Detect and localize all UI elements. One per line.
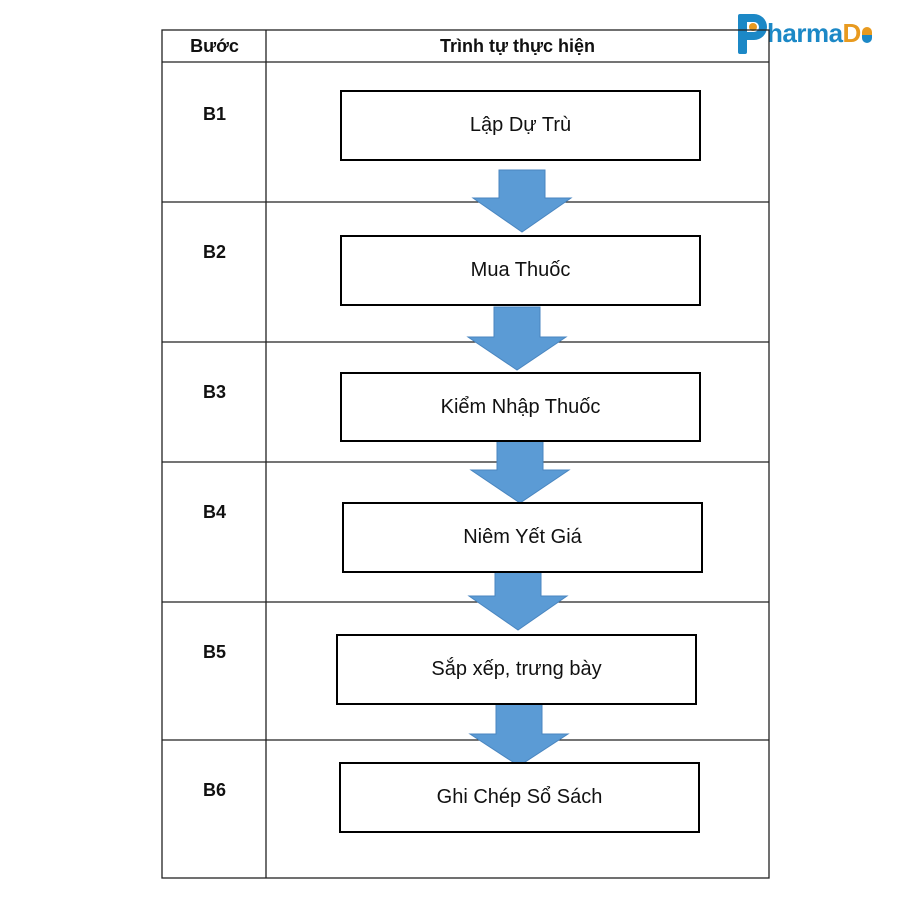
process-box-b4: Niêm Yết Giá [342,502,703,573]
process-label: Kiểm Nhập Thuốc [440,395,601,418]
pharmadi-logo: harmaD [736,8,872,58]
process-box-b3: Kiểm Nhập Thuốc [340,372,701,442]
p-logo-icon [738,14,767,54]
step-label-b1: B1 [202,104,226,124]
process-label: Niêm Yết Giá [463,526,582,548]
process-label: Lập Dự Trù [469,114,572,136]
process-label: Mua Thuốc [470,259,571,281]
down-arrow-5 [468,702,570,767]
step-label-b6: B6 [202,780,226,800]
down-arrow-1 [471,169,573,233]
step-label-b3: B3 [202,382,226,402]
logo-wordmark: harmaD [767,18,861,48]
step-label-b2: B2 [202,242,226,262]
down-arrow-4 [467,567,569,631]
process-box-b6: Ghi Chép Sổ Sách [339,762,700,833]
process-box-b5: Sắp xếp, trưng bày [336,634,697,705]
step-column-header: Bước [190,35,239,56]
pill-icon [861,27,872,43]
down-arrow-3 [469,440,571,504]
down-arrow-2 [466,306,568,371]
process-label: Ghi Chép Sổ Sách [436,786,603,808]
step-label-b5: B5 [202,642,226,662]
process-label: Sắp xếp, trưng bày [431,658,602,680]
process-box-b1: Lập Dự Trù [340,90,701,161]
process-column-header: Trình tự thực hiện [439,35,596,56]
step-label-b4: B4 [202,502,226,522]
process-box-b2: Mua Thuốc [340,235,701,306]
